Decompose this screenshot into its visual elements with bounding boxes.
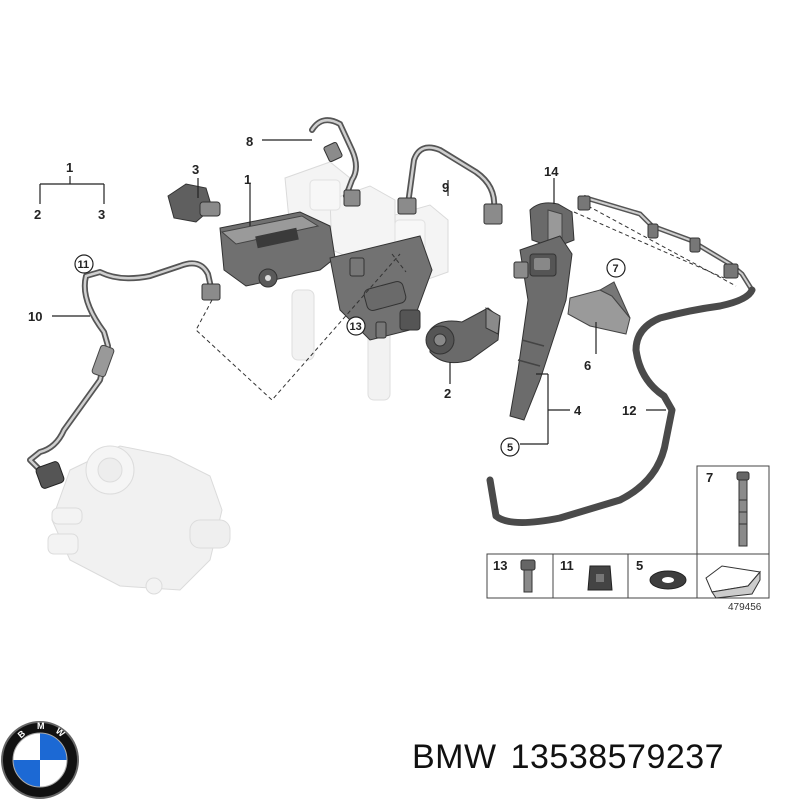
svg-text:M: M [37, 721, 45, 731]
faded-fuel-pump [47, 445, 231, 595]
callout-1: 1 [244, 172, 251, 187]
bmw-logo: B M W [1, 721, 79, 799]
callout-12: 12 [622, 403, 636, 418]
dashed-bracket [195, 205, 737, 401]
callout-13: 13 [350, 321, 362, 333]
callout-3-index: 3 [98, 207, 105, 222]
legend-cell-arrow [705, 565, 761, 599]
callout-2-index: 2 [34, 207, 41, 222]
callout-4: 4 [574, 403, 582, 418]
legend-cell-13: 13 [493, 558, 536, 593]
fuel-line-9: 9 [397, 144, 503, 225]
pressure-sensor-part: 3 [167, 162, 221, 223]
legend-label-5: 5 [636, 558, 643, 573]
callout-1-index: 1 [66, 160, 73, 175]
callout-7: 7 [613, 263, 619, 275]
callout-9: 9 [442, 180, 449, 195]
part-number: 13538579237 [510, 738, 725, 776]
callout-8: 8 [246, 134, 253, 149]
pressure-valve-part: 2 [425, 307, 501, 401]
legend-cell-7: 7 [706, 470, 750, 547]
legend-label-7: 7 [706, 470, 713, 485]
fuel-line-8: 8 [246, 117, 361, 207]
fuel-rail-part: 1 [219, 172, 433, 341]
callout-11: 11 [78, 259, 90, 271]
callout-3: 3 [192, 162, 199, 177]
callout-14: 14 [544, 164, 559, 179]
rail-screw-13: 13 [346, 316, 387, 339]
callout-10: 10 [28, 309, 42, 324]
legend-cell-11: 11 [560, 558, 613, 591]
bracket-part: 7 6 [567, 258, 631, 373]
svg-text:B: B [16, 728, 28, 740]
diagram-reference-number: 479456 [728, 602, 762, 613]
injector-part: 4 5 [500, 235, 582, 457]
part-caption: BMW 13538579237 [412, 738, 738, 777]
parts-legend [486, 465, 770, 599]
fuel-line-10: 11 10 [27, 254, 221, 489]
legend-label-11: 11 [560, 558, 574, 573]
callout-5: 5 [507, 442, 513, 454]
connector-clip-14: 14 [529, 164, 575, 249]
index-group: 1 2 3 [34, 160, 105, 222]
leakoff-line-12: 12 [486, 194, 756, 527]
callout-2: 2 [444, 386, 451, 401]
legend-cell-5: 5 [636, 558, 687, 590]
brand-name: BMW [412, 738, 497, 776]
callout-6: 6 [584, 358, 591, 373]
legend-label-13: 13 [493, 558, 507, 573]
